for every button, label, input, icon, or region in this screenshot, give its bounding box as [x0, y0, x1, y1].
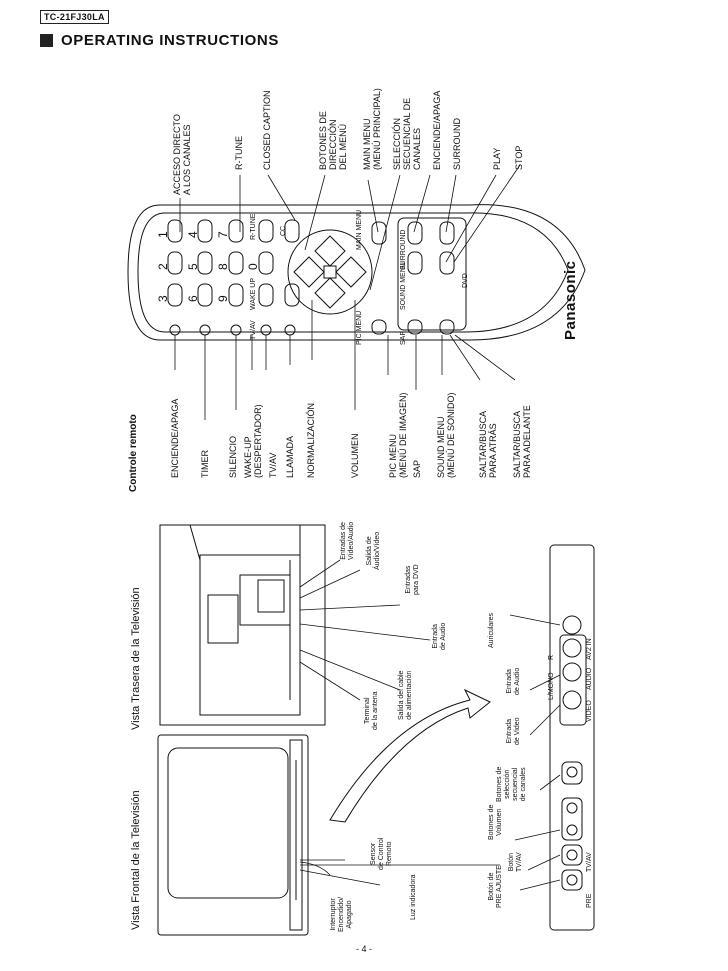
- label-salida-audio-video: Salida de Áudio/Vídeo: [366, 531, 381, 570]
- key-label-wakeup: WAKE UP: [250, 277, 257, 310]
- label-volumen: VOLUMEN: [350, 433, 360, 478]
- label-botones-volumen: Botones de Volumen: [488, 804, 503, 840]
- model-number: TC-21FJ30LA: [40, 10, 109, 24]
- panel-label-av2in: AV2 IN: [586, 638, 593, 660]
- remote-left-leaders: [174, 300, 516, 420]
- key-1: 1: [156, 231, 170, 238]
- panel-label-lmono: L/MONO: [548, 672, 555, 700]
- key-label-rtune: R-TUNE: [250, 213, 257, 240]
- label-sensor: Sensor de Control Remoto: [370, 837, 393, 870]
- label-saltar-atras: SALTAR/BUSCA PARA ATRÁS: [478, 410, 498, 478]
- label-auriculares: Auriculares: [488, 612, 495, 648]
- key-label-tvav: TV/AV: [250, 320, 257, 340]
- label-entradas-dvd: Entradas para DVD: [405, 564, 420, 595]
- label-saltar-adelante: SALTAR/BUSCA PARA ADELANTE: [512, 405, 532, 478]
- key-2: 2: [156, 263, 170, 270]
- key-label-picmenu: PIC MENU: [356, 310, 363, 345]
- key-label-dvd: DVD: [462, 273, 469, 288]
- zoom-arrow: [329, 688, 491, 823]
- label-botones-direccion: BOTONES DE DIRECCIÓN DEL MENÚ: [318, 111, 348, 170]
- label-entrada-audio-rear: Entrada de Audio: [432, 622, 447, 650]
- label-tvav: TV/AV: [268, 452, 278, 478]
- panel-leaders: [509, 614, 561, 891]
- front-leaders: [299, 859, 500, 886]
- panel-label-tvav: TV/AV: [586, 852, 593, 872]
- label-rtune: R-TUNE: [234, 136, 244, 170]
- key-4: 4: [186, 231, 200, 238]
- key-label-cc: CC: [280, 225, 287, 236]
- panel-label-audio: AUDIO: [586, 667, 593, 690]
- label-salida-cable: Salida del cable de alimentación: [398, 670, 413, 720]
- direction-pad: [287, 229, 373, 315]
- key-label-surround: SURROUND: [400, 229, 407, 270]
- panel-label-video: VIDEO: [586, 700, 593, 722]
- label-pre-ajuste: Botón de PRE AJUSTE: [488, 865, 503, 908]
- remote-right-leaders: [179, 164, 521, 291]
- label-normalizacion: NORMALIZACIÓN: [306, 402, 316, 478]
- label-enciende-apaga-dvd: ENCIENDE/APAGA: [432, 90, 442, 170]
- key-5: 5: [186, 263, 200, 270]
- page-number: - 4 -: [355, 944, 372, 954]
- key-9: 9: [216, 295, 230, 302]
- section-header: OPERATING INSTRUCTIONS: [40, 32, 279, 49]
- key-label-mainmenu: MAIN MENU: [356, 209, 363, 250]
- label-sound-menu: SOUND MENU (MENÚ DE SONIDO): [436, 392, 456, 479]
- label-entrada-audio: Entrada de Audio: [506, 667, 521, 695]
- label-wakeup: WAKE-UP (DESPERTADOR): [243, 404, 263, 478]
- label-acceso-directo: ACCESO DIRECTO A LOS CANALES: [172, 114, 192, 195]
- label-entradas-video-audio: Entradas de Vídeo/Audio: [340, 521, 355, 560]
- label-terminal-antena: Terminal de la antena: [364, 691, 379, 730]
- key-label-sap: SAP: [400, 330, 407, 345]
- key-7: 7: [216, 231, 230, 238]
- rear-tv: [159, 524, 326, 726]
- label-enciende-apaga: ENCIENDE/APAGA: [170, 398, 180, 478]
- label-play: PLAY: [492, 147, 502, 170]
- panel-label-r: R: [548, 654, 555, 660]
- label-luz-indicadora: Luz indicadora: [410, 874, 417, 920]
- remote-control: [127, 204, 586, 341]
- page-title: OPERATING INSTRUCTIONS: [61, 32, 279, 49]
- key-8: 8: [216, 263, 230, 270]
- header-square-icon: [40, 34, 53, 47]
- label-timer: TIMER: [200, 450, 210, 478]
- label-surround: SURROUND: [452, 117, 462, 170]
- label-closed-caption: CLOSED CAPTION: [262, 90, 272, 170]
- control-panel: [549, 544, 595, 931]
- label-silencio: SILENCIO: [228, 435, 238, 478]
- panel-label-pre: PRE: [586, 893, 593, 908]
- brand-logo: Panasonic: [562, 260, 579, 340]
- number-pad: [167, 219, 300, 307]
- label-sap: SAP: [412, 459, 422, 478]
- key-3: 3: [156, 295, 170, 302]
- label-interruptor: Interruptor Encendido/ Apagado: [330, 896, 353, 932]
- front-tv: [157, 734, 309, 936]
- key-6: 6: [186, 295, 200, 302]
- label-llamada: LLAMADA: [285, 435, 295, 478]
- label-boton-tvav: Botón TV/AV: [508, 852, 523, 872]
- label-stop: STOP: [514, 145, 524, 170]
- label-seleccion-secuencial: SELECCIÓN SECUENCIAL DE CANALES: [392, 97, 422, 170]
- rear-leaders: [299, 559, 431, 701]
- key-0: 0: [246, 263, 260, 270]
- label-pic-menu: PIC MENU (MENÚ DE IMAGEN): [388, 392, 408, 479]
- label-main-menu: MAIN MENU (MENÚ PRINCIPAL): [362, 88, 382, 170]
- label-botones-seleccion: Botones de selección secuencial de canal…: [496, 766, 527, 802]
- label-entrada-video: Entrada de Video: [506, 717, 521, 745]
